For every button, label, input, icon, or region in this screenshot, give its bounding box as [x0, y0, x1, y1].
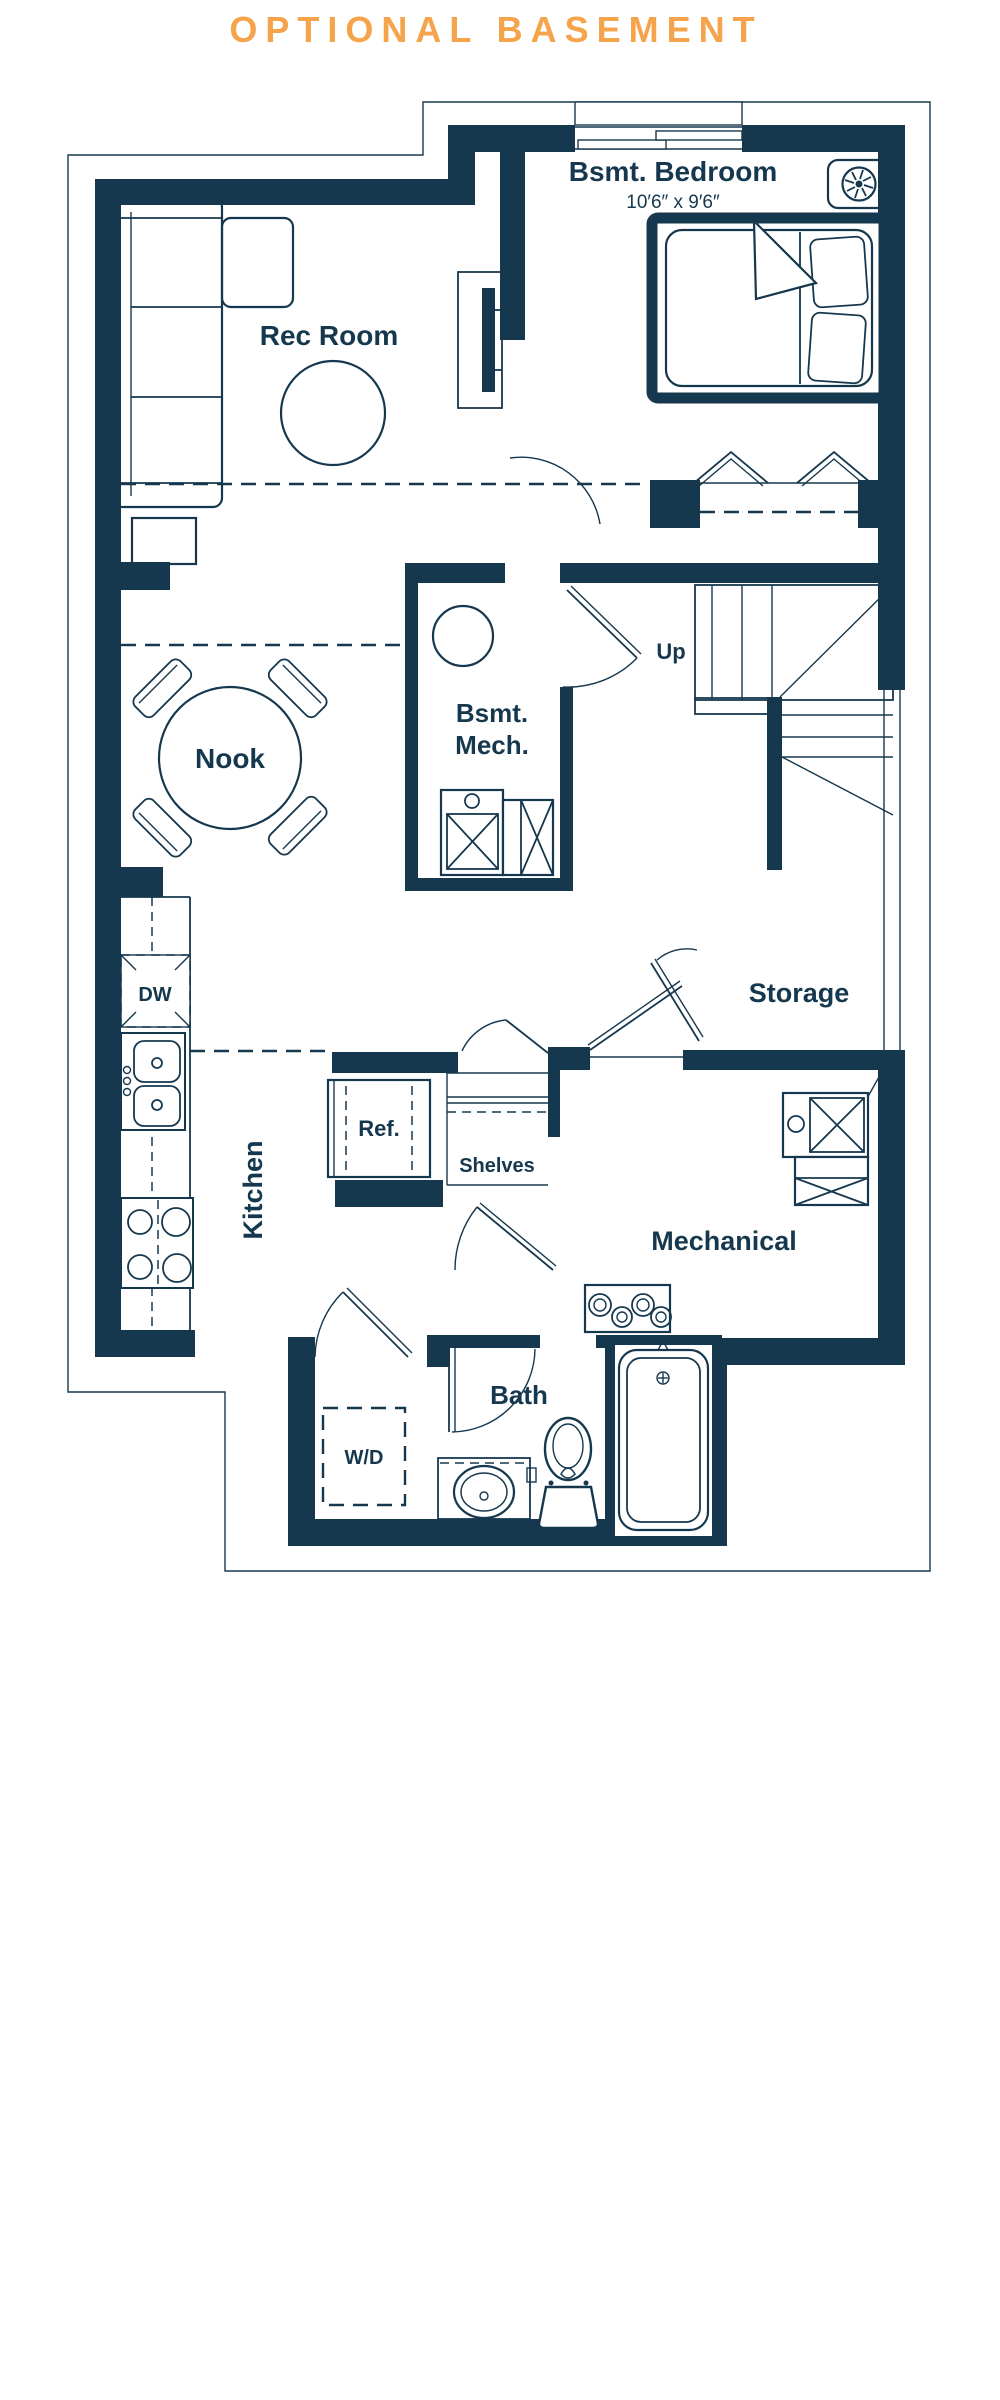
kitchen-label: Kitchen	[238, 1140, 268, 1239]
side-table-icon	[130, 516, 198, 566]
toilet-icon	[537, 1416, 600, 1530]
mechanical-water-heater-icon	[793, 1155, 870, 1207]
dashed-lines	[121, 482, 870, 1330]
storage-label: Storage	[749, 978, 850, 1008]
room-labels: Bsmt. Bedroom 10′6″ x 9′6″ Rec Room Up B…	[138, 156, 849, 1469]
door-arcs	[314, 456, 704, 1433]
stairs-up-label: Up	[656, 639, 685, 664]
laundry-label: W/D	[345, 1447, 384, 1469]
floor-plan: Bsmt. Bedroom 10′6″ x 9′6″ Rec Room Up B…	[67, 101, 931, 1572]
washer-dryer-box	[321, 1406, 407, 1507]
mechanical-furnace-icon	[781, 1091, 870, 1159]
mechanical-label: Mechanical	[651, 1226, 797, 1256]
bath-label: Bath	[490, 1380, 548, 1410]
bedroom-dimensions: 10′6″ x 9′6″	[626, 192, 720, 213]
shelves-label: Shelves	[459, 1155, 535, 1177]
footprint-outline	[67, 101, 931, 1572]
dining-table-icon	[157, 685, 303, 831]
tv-icon	[457, 271, 503, 409]
rec-room-label: Rec Room	[260, 320, 398, 351]
kitchen-sink-icon	[120, 1032, 186, 1131]
stove-icon	[120, 1197, 194, 1289]
bedroom-label: Bsmt. Bedroom	[569, 156, 777, 187]
window-icon	[574, 101, 743, 150]
fridge-icon	[326, 1078, 432, 1179]
ceiling-fan-icon	[826, 158, 892, 210]
fridge-label: Ref.	[358, 1116, 400, 1141]
pipes-icon	[583, 1283, 672, 1334]
stairs-icon	[694, 584, 901, 1119]
bathtub-icon	[615, 1339, 712, 1536]
bed-icon	[646, 212, 890, 404]
ottoman-icon	[279, 359, 387, 467]
sofa-icon	[111, 196, 295, 509]
nook-label: Nook	[195, 743, 265, 774]
dining-chairs-icon	[132, 658, 328, 858]
dishwasher-label: DW	[138, 984, 171, 1006]
water-tank-icon	[431, 604, 495, 668]
bsmt-mech-label-line2: Mech.	[455, 730, 529, 760]
shelves-icon	[446, 1072, 548, 1186]
vanity-sink-icon	[437, 1457, 537, 1520]
water-heater-icon	[501, 798, 555, 877]
furnace-icon	[439, 788, 505, 877]
dishwasher-icon	[120, 954, 191, 1028]
closet-bifold-icon	[693, 450, 872, 487]
page-title: OPTIONAL BASEMENT	[229, 9, 762, 50]
bsmt-mech-label-line1: Bsmt.	[456, 698, 528, 728]
